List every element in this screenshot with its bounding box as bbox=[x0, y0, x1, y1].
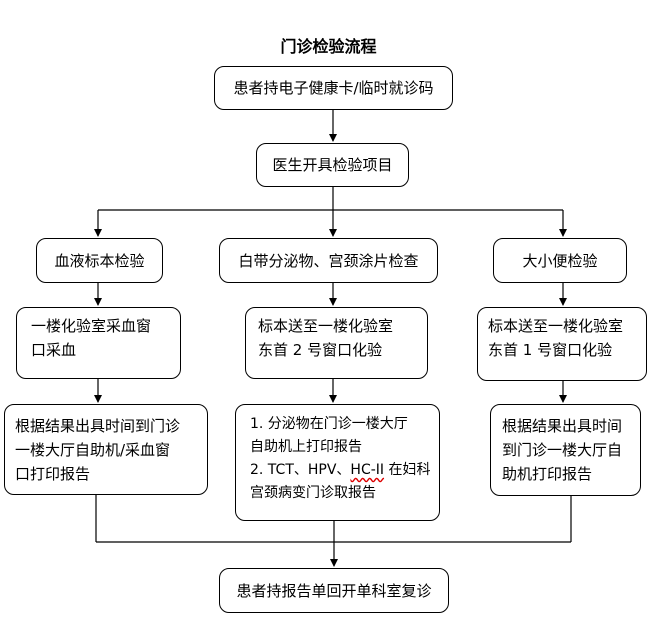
blood-report-line-2: 一楼大厅自助机/采血窗 bbox=[15, 441, 171, 459]
discharge-report-node: 1. 分泌物在门诊一楼大厅 自助机上打印报告 2. TCT、HPV、HC-II … bbox=[235, 404, 440, 521]
discharge-step-node: 标本送至一楼化验室 东首 2 号窗口化验 bbox=[245, 307, 428, 379]
stool-step-line-1: 标本送至一楼化验室 bbox=[488, 317, 624, 335]
diagram-title: 门诊检验流程 bbox=[280, 37, 377, 56]
blood-report-line-3: 口打印报告 bbox=[15, 465, 91, 483]
stool-test-node: 大小便检验 bbox=[493, 238, 627, 283]
doctor-node: 医生开具检验项目 bbox=[256, 143, 409, 187]
stool-report-line-1: 根据结果出具时间 bbox=[502, 417, 623, 435]
end-node-label: 患者持报告单回开单科室复诊 bbox=[236, 581, 432, 600]
blood-step-line-1: 一楼化验室采血窗 bbox=[31, 317, 152, 335]
discharge-test-label: 白带分泌物、宫颈涂片检查 bbox=[238, 251, 419, 270]
stool-report-line-2: 到门诊一楼大厅自 bbox=[502, 441, 623, 459]
blood-step-line-2: 口采血 bbox=[31, 341, 77, 359]
stool-step-line-2: 东首 1 号窗口化验 bbox=[488, 341, 613, 359]
discharge-step-line-1: 标本送至一楼化验室 bbox=[258, 317, 394, 335]
stool-report-node: 根据结果出具时间 到门诊一楼大厅自 助机打印报告 bbox=[490, 404, 641, 496]
blood-test-label: 血液标本检验 bbox=[54, 251, 145, 270]
end-node: 患者持报告单回开单科室复诊 bbox=[219, 568, 449, 613]
start-node: 患者持电子健康卡/临时就诊码 bbox=[214, 66, 453, 110]
stool-report-line-3: 助机打印报告 bbox=[502, 465, 593, 483]
blood-test-node: 血液标本检验 bbox=[36, 238, 163, 283]
blood-report-line-1: 根据结果出具时间到门诊 bbox=[15, 417, 181, 435]
stool-test-label: 大小便检验 bbox=[522, 251, 598, 270]
discharge-report-line-4: 宫颈病变门诊取报告 bbox=[250, 485, 376, 501]
start-node-label: 患者持电子健康卡/临时就诊码 bbox=[233, 79, 434, 97]
discharge-report-line-2: 自助机上打印报告 bbox=[250, 439, 362, 455]
blood-report-node: 根据结果出具时间到门诊 一楼大厅自助机/采血窗 口打印报告 bbox=[4, 404, 208, 495]
discharge-step-line-2: 东首 2 号窗口化验 bbox=[258, 341, 383, 359]
hc-ii-term: HC-II bbox=[350, 462, 385, 478]
discharge-report-line-3: 2. TCT、HPV、HC-II 在妇科 bbox=[250, 462, 431, 478]
discharge-test-node: 白带分泌物、宫颈涂片检查 bbox=[219, 238, 438, 283]
stool-step-node: 标本送至一楼化验室 东首 1 号窗口化验 bbox=[477, 307, 647, 381]
discharge-report-line-1: 1. 分泌物在门诊一楼大厅 bbox=[250, 416, 408, 432]
blood-step-node: 一楼化验室采血窗 口采血 bbox=[16, 307, 181, 379]
doctor-node-label: 医生开具检验项目 bbox=[272, 156, 393, 174]
